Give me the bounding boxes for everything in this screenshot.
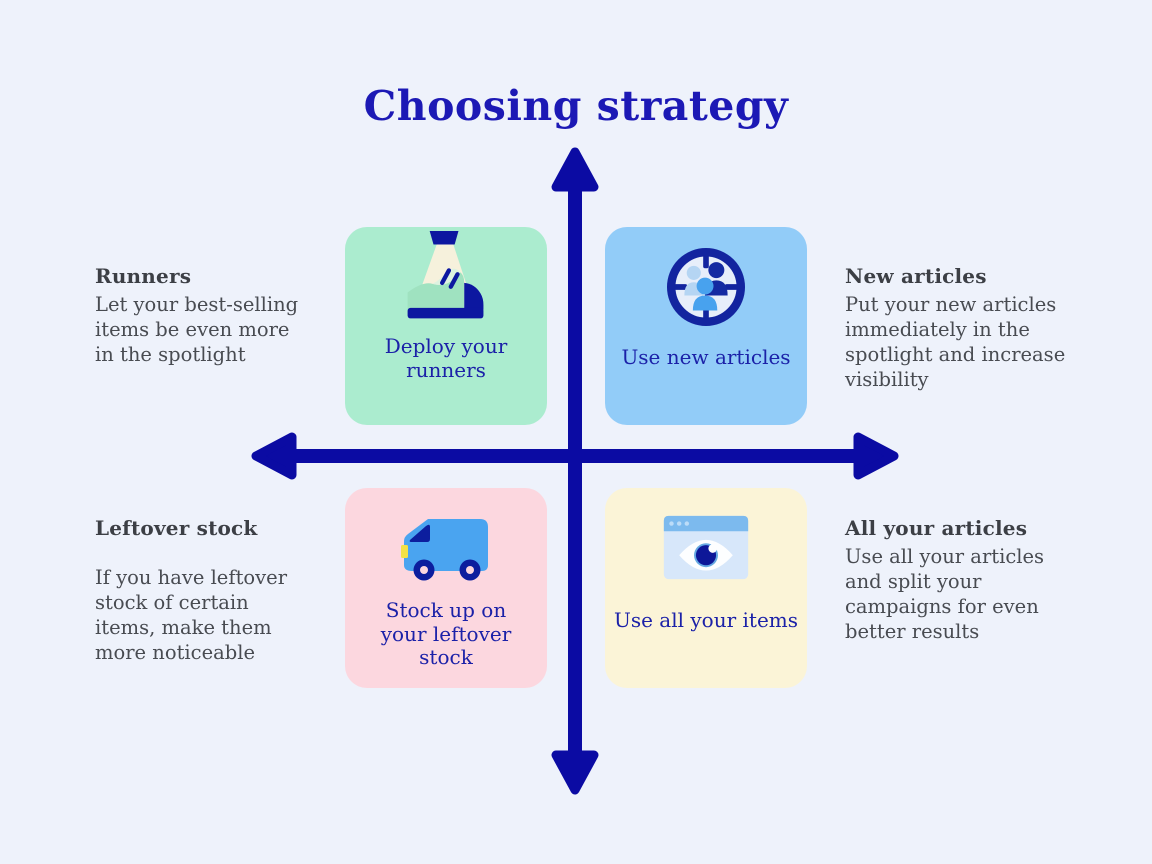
annotation-leftover-stock: Leftover stock If you have leftover stoc…	[95, 516, 305, 666]
card-label: Use new articles	[621, 345, 791, 369]
annotation-runners: Runners Let your best-selling items be e…	[95, 264, 310, 368]
card-label: Use all your items	[613, 608, 799, 632]
annotation-description: If you have leftover stock of certain it…	[95, 566, 288, 664]
annotation-description: Put your new articles immediately in the…	[845, 293, 1066, 391]
annotation-heading: Leftover stock	[95, 516, 258, 540]
annotation-description: Let your best-selling items be even more…	[95, 293, 299, 366]
card-use-all-items: Use all your items	[605, 488, 807, 688]
annotation-description: Use all your articles and split your cam…	[845, 545, 1045, 643]
annotation-heading: All your articles	[845, 516, 1028, 540]
annotation-new-articles: New articles Put your new articles immed…	[845, 264, 1073, 393]
page-title: Choosing strategy	[363, 82, 789, 130]
arrow-left-icon	[251, 432, 297, 480]
arrow-right-icon	[853, 432, 899, 480]
delivery-van-icon	[401, 519, 488, 581]
annotation-heading: New articles	[845, 264, 987, 288]
people-target-icon	[666, 247, 746, 327]
card-label: Stock up on your leftover stock	[380, 598, 512, 670]
arrow-down-icon	[551, 750, 599, 795]
arrow-up-icon	[551, 147, 599, 192]
card-deploy-runners: Deploy your runners	[345, 227, 547, 425]
card-stock-up-leftover: Stock up on your leftover stock	[345, 488, 547, 688]
browser-eye-icon	[663, 515, 749, 580]
sneaker-spotlight-icon	[407, 231, 484, 319]
card-label: Deploy your runners	[384, 334, 508, 382]
annotation-all-your-articles: All your articles Use all your articles …	[845, 516, 1073, 645]
annotation-heading: Runners	[95, 264, 192, 288]
card-use-new-articles: Use new articles	[605, 227, 807, 425]
